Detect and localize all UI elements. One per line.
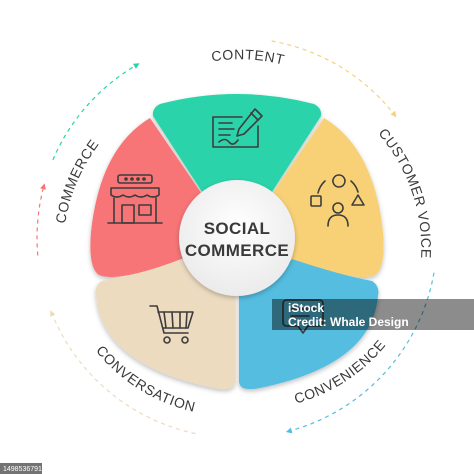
outer-dashed-arrows (36, 40, 435, 435)
dashed-arrow-2 (271, 40, 397, 118)
label-content: CONTENT (210, 46, 286, 67)
center-title-line2: COMMERCE (185, 241, 289, 260)
watermark-image-id: 1498536791 (3, 466, 42, 473)
center-circle (179, 180, 295, 296)
watermark: iStock Credit: Whale Design 1498536791 (0, 299, 474, 474)
storefront-icon (107, 174, 163, 224)
watermark-credit: Credit: Whale Design (288, 315, 409, 329)
document-pen-icon (212, 108, 263, 148)
petal-commerce (90, 118, 204, 277)
petal-content (152, 94, 322, 198)
dashed-arrow-5 (36, 183, 46, 256)
dashed-arrow-1 (52, 63, 140, 161)
speech-bubble-icon (282, 299, 324, 334)
petal-convenience (239, 259, 379, 390)
label-customer-voice: CUSTOMER VOICE (376, 125, 435, 259)
people-shapes-icon (310, 174, 365, 227)
dashed-arrow-4 (49, 310, 196, 435)
center-title-line1: SOCIAL (204, 219, 271, 238)
dashed-arrow-3 (285, 272, 435, 434)
shopping-cart-icon (149, 305, 194, 344)
petal-customer-voice (270, 118, 384, 277)
watermark-logo: iStock (288, 301, 324, 315)
